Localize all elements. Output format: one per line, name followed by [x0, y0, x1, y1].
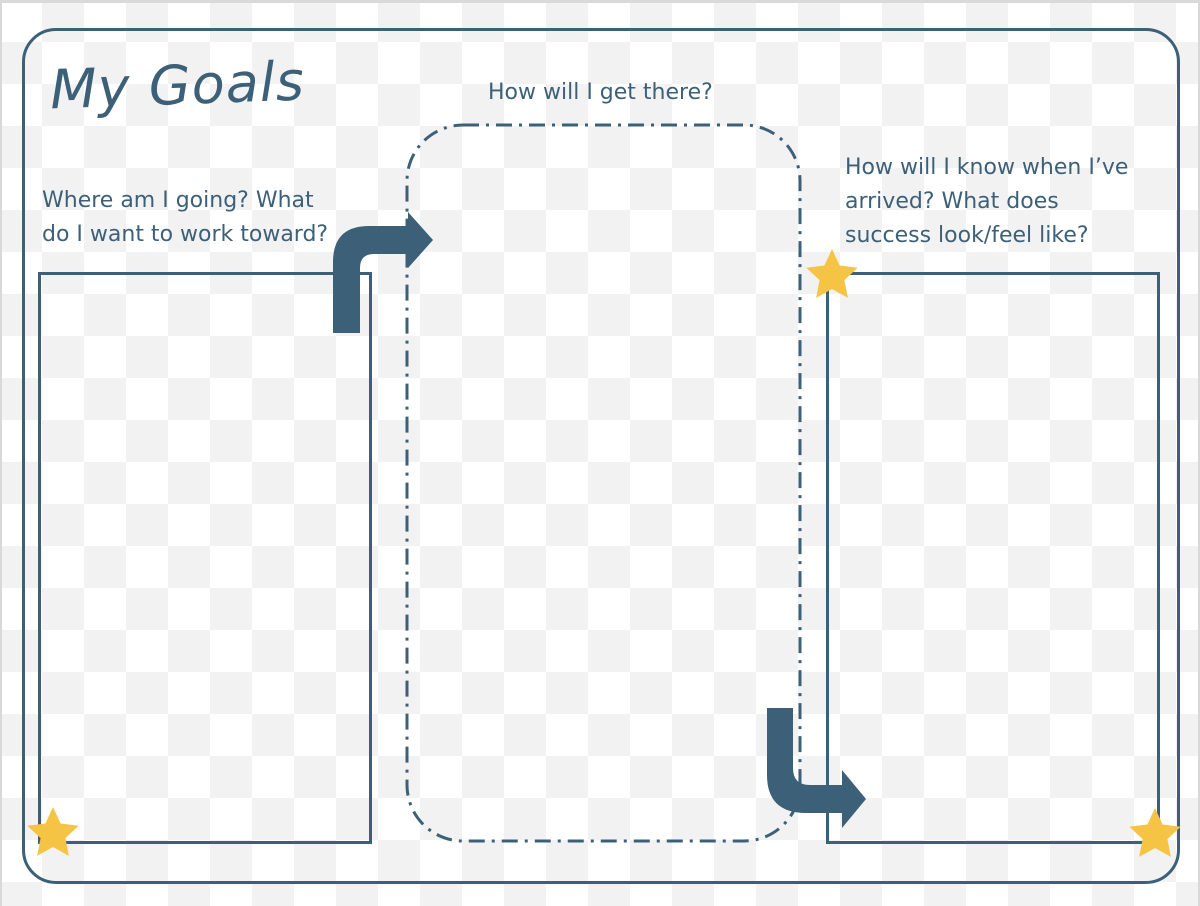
prompt-how-get-there: How will I get there?	[488, 80, 713, 105]
worksheet-frame	[22, 28, 1180, 884]
prompt-how-know-arrived-line1: How will I know when I’ve	[845, 155, 1129, 180]
prompt-where-going: Where am I going? What do I want to work…	[42, 184, 328, 252]
prompt-where-going-line1: Where am I going? What	[42, 188, 314, 213]
prompt-how-know-arrived: How will I know when I’ve arrived? What …	[845, 151, 1128, 253]
destination-answer-box[interactable]	[38, 272, 372, 844]
prompt-where-going-line2: do I want to work toward?	[42, 222, 329, 247]
prompt-how-know-arrived-line3: success look/feel like?	[845, 223, 1089, 248]
page-title: My Goals	[48, 49, 306, 122]
success-answer-box[interactable]	[826, 272, 1160, 844]
prompt-how-know-arrived-line2: arrived? What does	[845, 189, 1059, 214]
